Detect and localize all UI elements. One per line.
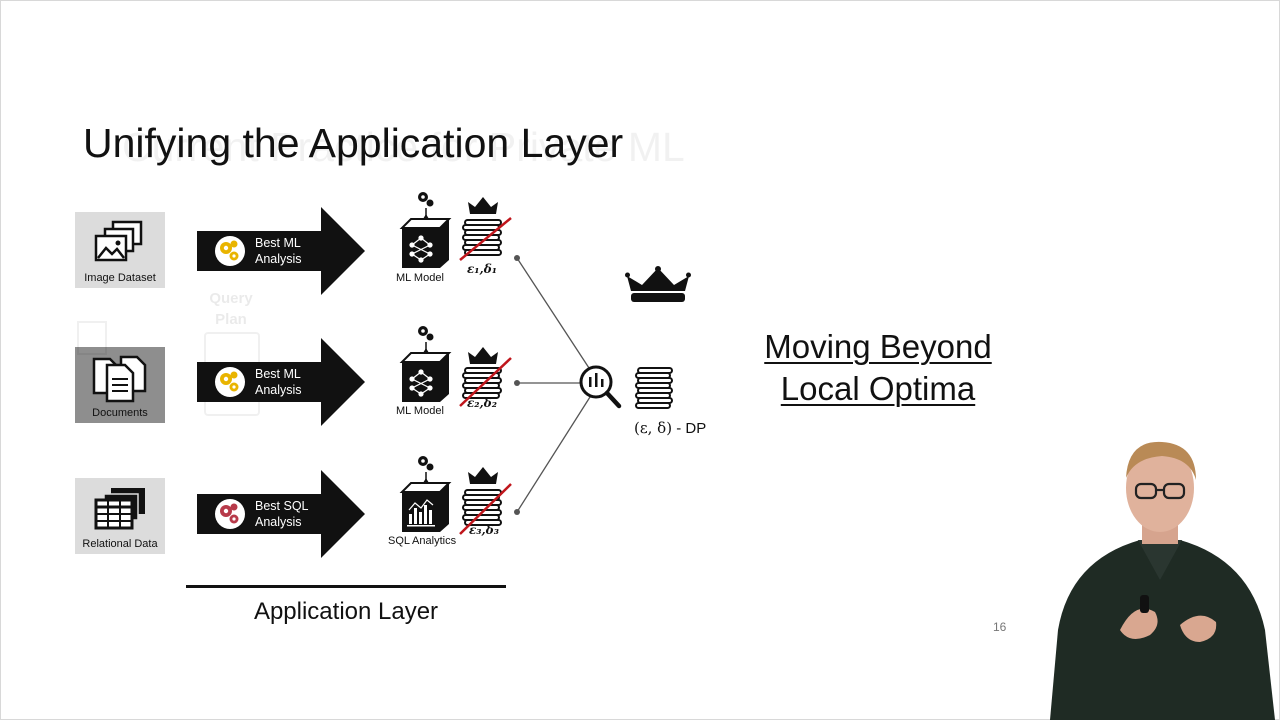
- gear-output-icon: [418, 326, 434, 341]
- dp-guarantee-label: (ε, δ) - DP: [634, 419, 707, 437]
- source-relational-data: Relational Data: [75, 478, 165, 554]
- documents-icon: [92, 355, 147, 403]
- combined-budget-stack: [635, 367, 673, 409]
- strike-line: [459, 217, 512, 261]
- ghost-query-plan: Query Plan: [209, 290, 253, 328]
- source-label: Relational Data: [82, 538, 158, 550]
- neural-network-icon: [409, 235, 433, 263]
- budget-label: ε₂,δ₂: [467, 396, 497, 410]
- model-label: ML Model: [396, 272, 444, 284]
- model-cube: [399, 326, 452, 402]
- crown-icon: [468, 347, 498, 364]
- analysis-arrow: [197, 207, 365, 295]
- page-number: 16: [993, 620, 1007, 634]
- presenter-video: [1050, 441, 1275, 720]
- model-cube: [399, 192, 452, 268]
- crown-icon: [468, 467, 498, 484]
- source-label: Image Dataset: [84, 272, 156, 284]
- bar-chart-icon: [407, 499, 435, 527]
- source-image-dataset: Image Dataset: [75, 212, 165, 288]
- budget-label: ε₃,δ₃: [469, 523, 499, 537]
- analysis-arrow: [197, 338, 365, 426]
- gear-output-icon: [418, 456, 434, 471]
- headline: Moving Beyond Local Optima: [764, 328, 992, 407]
- ghost-title: Current Practice for Private ML: [122, 124, 685, 170]
- model-cube: [399, 456, 452, 532]
- images-icon: [94, 220, 143, 262]
- slide-title: Unifying the Application Layer: [83, 120, 624, 166]
- budget-label: ε₁,δ₁: [467, 262, 497, 276]
- application-layer-bar: [186, 585, 506, 588]
- neural-network-icon: [409, 369, 433, 397]
- budget-stack: [459, 467, 512, 535]
- source-documents: Documents: [75, 347, 165, 423]
- strike-line: [459, 357, 512, 407]
- crown-icon: [468, 197, 498, 214]
- budget-stack: [459, 197, 512, 261]
- source-label: Documents: [92, 407, 148, 419]
- gear-output-icon: [418, 192, 434, 207]
- strike-line: [459, 483, 512, 535]
- model-label: ML Model: [396, 405, 444, 417]
- ghost-document-icon: [77, 321, 107, 355]
- table-icon: [94, 488, 145, 530]
- connectors: [514, 255, 622, 515]
- global-crown-icon: [625, 266, 691, 302]
- budget-stack: [459, 347, 512, 407]
- analysis-arrow: [197, 470, 365, 558]
- magnifier-icon: [579, 365, 622, 409]
- application-layer-label: Application Layer: [253, 598, 439, 625]
- model-label: SQL Analytics: [388, 535, 457, 547]
